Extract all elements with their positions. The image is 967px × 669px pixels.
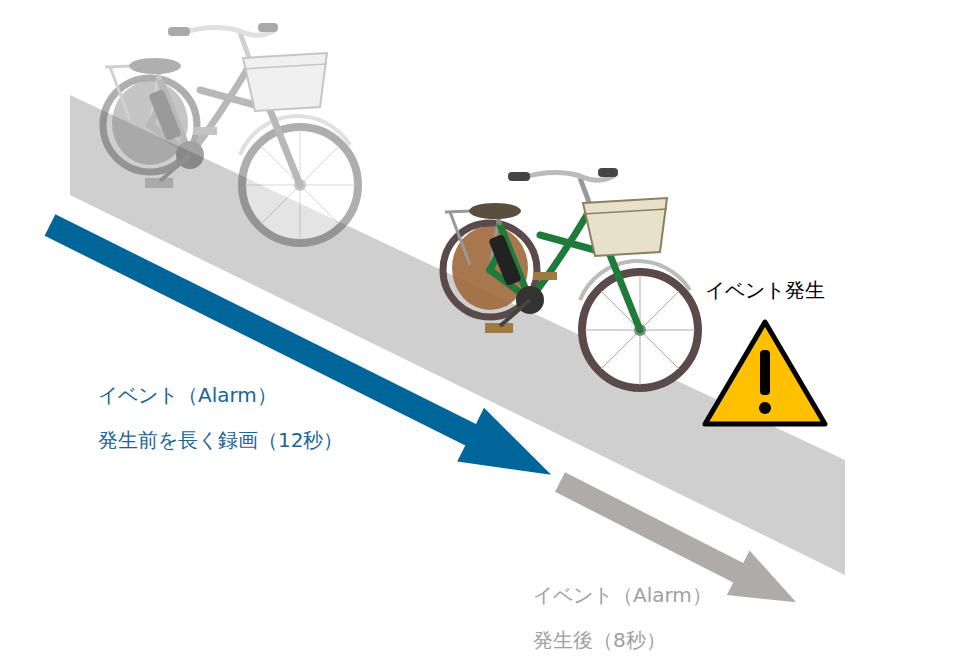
after-label: イベント（Alarm） [533,583,712,607]
bicycle-before [103,23,358,243]
after-duration: 発生後（8秒） [533,628,666,652]
warning-icon [705,322,825,424]
before-duration: 発生前を長く録画（12秒） [98,428,343,452]
bicycle-event [443,168,698,388]
event-label: イベント発生 [705,278,825,302]
before-arrow [37,198,565,502]
before-label: イベント（Alarm） [98,383,277,407]
